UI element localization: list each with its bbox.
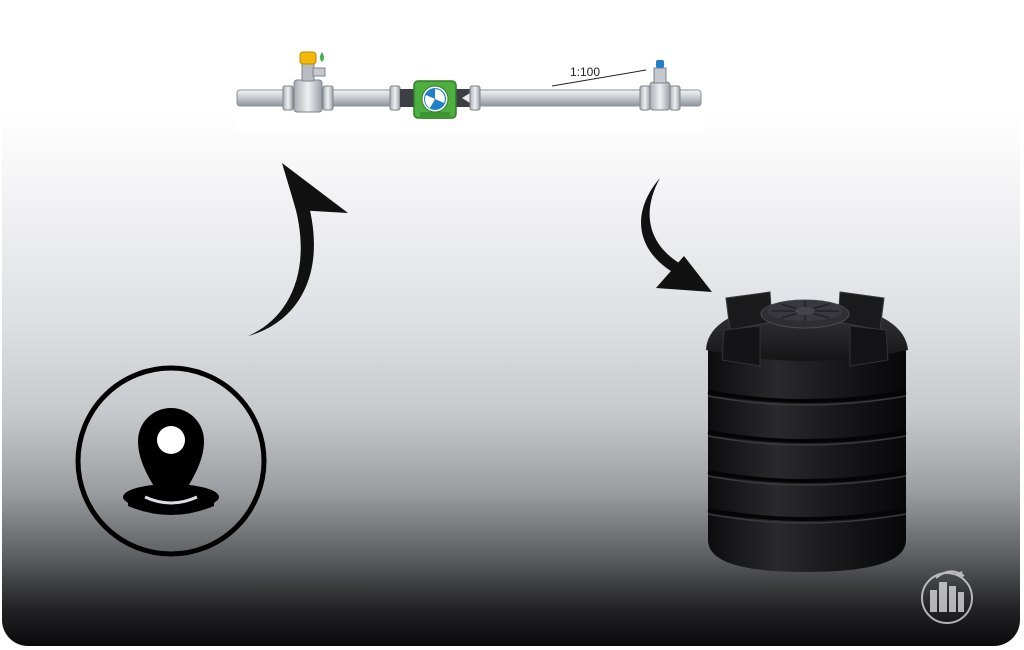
right-valve (639, 60, 681, 111)
slope-line (551, 69, 647, 87)
water-tank-icon (795, 307, 815, 315)
location-pin-icon (138, 408, 204, 512)
arrow-up (248, 163, 348, 336)
valve-handle (299, 51, 317, 65)
slope-label: 1:100 (570, 65, 600, 79)
arrow-down (641, 178, 712, 292)
water-meter (413, 80, 457, 119)
drop-icon (320, 52, 324, 62)
pipeline: 1:100 (236, 51, 702, 119)
left-valve (282, 51, 334, 113)
valve-cap (656, 60, 664, 68)
location-icon (75, 365, 267, 557)
water-tank (706, 291, 908, 572)
building-logo-icon (921, 570, 973, 624)
